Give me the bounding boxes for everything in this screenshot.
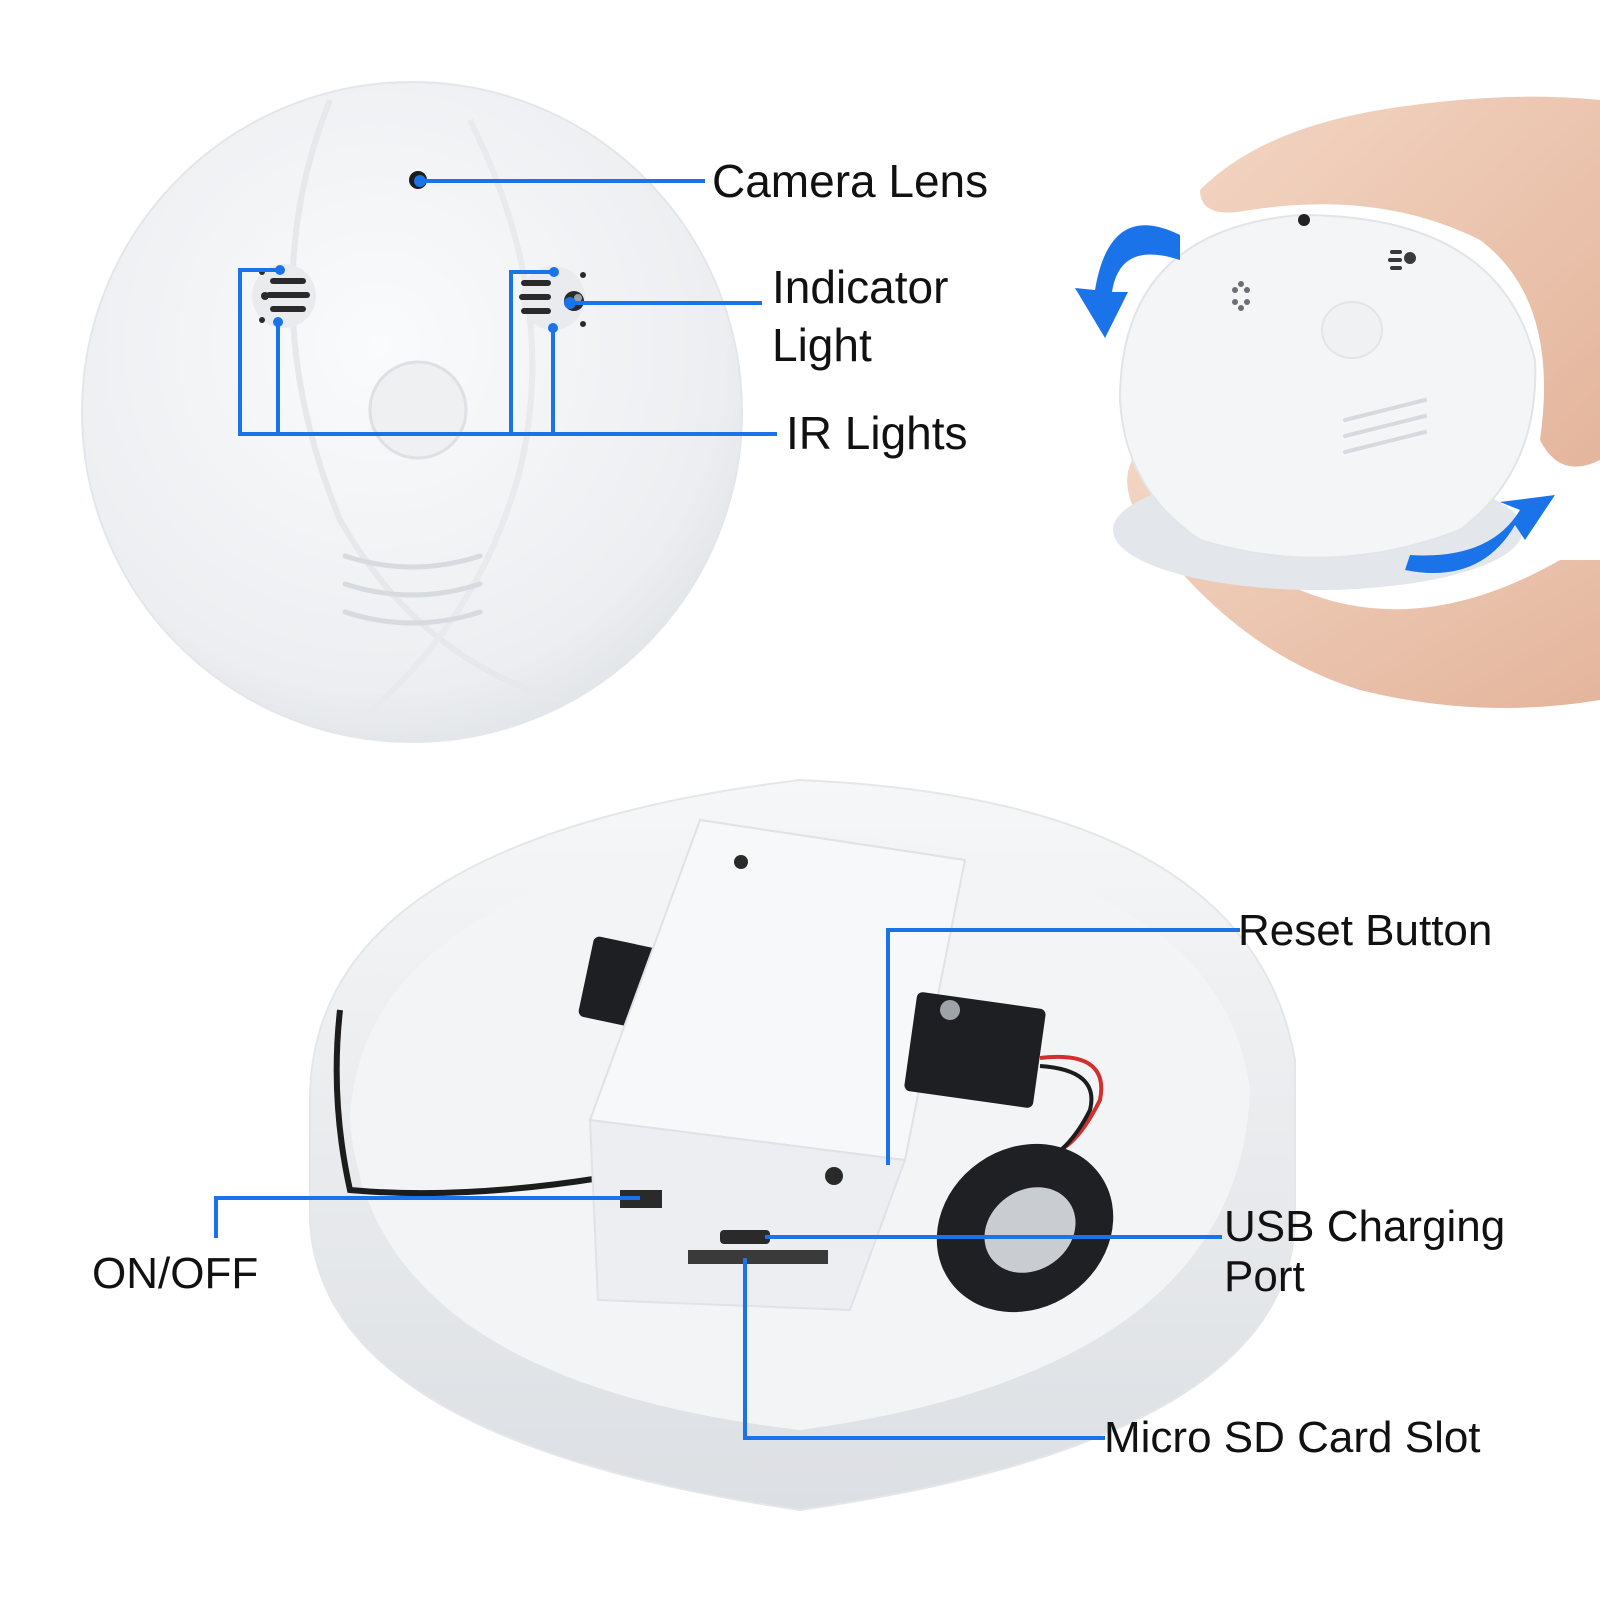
left-vent-icon bbox=[252, 264, 316, 328]
usb-charging-port-label: USB Charging Port bbox=[1224, 1202, 1505, 1302]
indicator-light-label: Indicator Light bbox=[772, 258, 948, 374]
detector-twist-body bbox=[1118, 213, 1537, 559]
front-leader-dots bbox=[273, 175, 576, 333]
twist-right-vent-icon bbox=[1388, 250, 1416, 270]
right-vent-icon bbox=[519, 266, 586, 330]
mould-line-right bbox=[358, 118, 536, 723]
module-screw-bottom-icon bbox=[825, 1167, 843, 1185]
on-off-label: ON/OFF bbox=[92, 1249, 259, 1298]
speaker-icon bbox=[936, 1143, 1114, 1313]
twist-center-button bbox=[1321, 301, 1383, 359]
micro-sd-slot bbox=[688, 1250, 828, 1264]
indicator-light-label-line1: Indicator bbox=[772, 261, 949, 313]
front-leader-lines bbox=[238, 179, 777, 436]
antenna-wire bbox=[333, 1009, 601, 1197]
usb-charging-port-label-line1: USB Charging bbox=[1224, 1202, 1506, 1251]
speaker-wire-red bbox=[1039, 1055, 1104, 1152]
center-test-button bbox=[368, 360, 468, 460]
usb-charging-port-label-line2: Port bbox=[1224, 1252, 1305, 1301]
rotate-arrow-bottom-icon bbox=[1405, 495, 1555, 573]
detector-open-base-view bbox=[214, 778, 1296, 1512]
module-screw-top-icon bbox=[734, 855, 748, 869]
twist-grille-icon bbox=[1343, 398, 1427, 454]
on-off-switch bbox=[620, 1190, 662, 1208]
usb-port bbox=[720, 1230, 770, 1244]
micro-sd-card-slot-label: Micro SD Card Slot bbox=[1104, 1413, 1481, 1462]
reset-button-label: Reset Button bbox=[1238, 906, 1493, 955]
indicator-light-label-line2: Light bbox=[772, 319, 872, 371]
rotate-arrow-top-icon bbox=[1075, 225, 1180, 338]
right-pcb bbox=[904, 992, 1046, 1108]
twist-camera-lens-icon bbox=[1298, 214, 1310, 226]
lower-hand bbox=[1127, 440, 1600, 708]
ir-lights-label: IR Lights bbox=[786, 407, 968, 459]
mould-line-left bbox=[289, 98, 561, 703]
hand-twisting-view bbox=[1075, 96, 1600, 708]
microphone-icon bbox=[940, 1000, 960, 1020]
detector-front-view bbox=[81, 81, 777, 743]
base-leader-lines bbox=[214, 928, 1240, 1440]
twist-left-vent-icon bbox=[1232, 281, 1250, 311]
speaker-grille-icon bbox=[342, 553, 483, 626]
camera-lens-label: Camera Lens bbox=[712, 155, 989, 207]
upper-hand bbox=[1200, 96, 1600, 467]
speaker-wire-black bbox=[1039, 1064, 1094, 1157]
